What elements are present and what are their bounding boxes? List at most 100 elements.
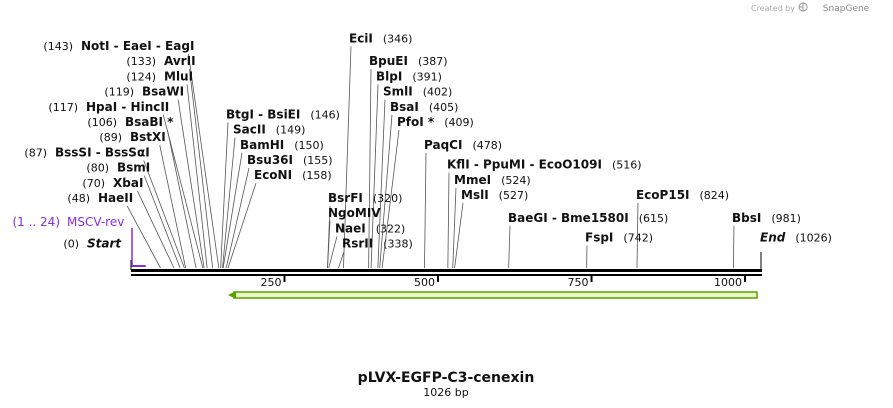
site-position: (615)	[639, 212, 669, 225]
leader-line	[636, 202, 639, 269]
site-label-blpi[interactable]: BlpI(391)	[376, 69, 442, 83]
site-position: (155)	[303, 154, 333, 167]
site-position: (402)	[423, 86, 453, 99]
site-label-bsssi[interactable]: BssSI - BssSαI (87)	[24, 145, 149, 159]
site-label-naei[interactable]: NaeI(322)	[335, 221, 405, 235]
site-name: BtgI - BsiEI	[226, 107, 300, 121]
site-label-hpai[interactable]: HpaI - HincII(117)	[48, 100, 169, 114]
site-position: (527)	[499, 189, 529, 202]
site-label-paqci[interactable]: PaqCI(478)	[424, 138, 502, 152]
site-position: (48)	[67, 192, 90, 205]
site-position: (824)	[700, 189, 730, 202]
site-label-bsmi[interactable]: BsmI (80)	[86, 161, 150, 175]
site-name: BsaI	[390, 100, 419, 114]
site-label-bsai[interactable]: BsaI(405)	[390, 100, 458, 114]
site-name: BbsI	[732, 211, 761, 225]
site-position: (80)	[86, 162, 109, 175]
leader-line	[220, 122, 229, 269]
leader-line	[167, 129, 197, 269]
leader-line	[508, 225, 511, 269]
site-label-mmei[interactable]: MmeI(524)	[454, 173, 531, 187]
site-label-mlui[interactable]: MluI(124)	[126, 69, 193, 83]
site-label-pfoi[interactable]: PfoI *(409)	[397, 115, 474, 129]
site-position: (320)	[373, 192, 403, 205]
site-label-fspi[interactable]: FspI(742)	[585, 231, 653, 245]
site-label-bsabi[interactable]: BsaBI *(106)	[87, 115, 174, 129]
leader-line	[222, 152, 243, 269]
site-label-bstxi[interactable]: BstXI(89)	[99, 130, 165, 144]
site-label-avrii[interactable]: AvrII(133)	[126, 54, 195, 68]
site-label-bsu36i[interactable]: Bsu36I(155)	[247, 153, 333, 167]
site-name: RsrII	[342, 237, 373, 251]
site-label-bbsi[interactable]: BbsI(981)	[732, 211, 801, 225]
site-name: EcoP15I	[636, 188, 690, 202]
site-label-start[interactable]: Start(0)	[63, 237, 122, 251]
site-name: BstXI	[130, 130, 166, 144]
site-position: (338)	[383, 238, 413, 251]
site-label-bsawi[interactable]: BsaWI(119)	[104, 85, 184, 99]
site-name: NotI - EaeI - EagI	[81, 39, 194, 53]
site-label-rsrii[interactable]: RsrII (338)	[342, 237, 413, 251]
site-name: Start	[87, 237, 122, 251]
feature-mscv-rev-label[interactable]: MSCV-rev	[67, 215, 124, 229]
site-label-xbai[interactable]: XbaI (70)	[82, 176, 143, 190]
site-name: BsaBI *	[125, 115, 174, 129]
site-name: BsaWI	[142, 85, 184, 99]
site-name: BsmI	[117, 161, 150, 175]
site-name: HaeII	[98, 191, 133, 205]
site-labels: Start(0) HaeII (48) XbaI (70) BsmI (80) BssSI -…	[24, 31, 832, 250]
site-label-btgi[interactable]: BtgI - BsiEI(146)	[226, 107, 340, 121]
orf-arrow[interactable]	[228, 291, 758, 299]
site-name: BssSI - BssSαI	[55, 145, 150, 159]
orf-arrow-body	[233, 291, 758, 299]
feature-mscv-rev-bar[interactable]	[131, 265, 146, 267]
leader-line	[338, 251, 345, 269]
leader-line	[454, 202, 464, 269]
site-label-end[interactable]: End(1026)	[760, 231, 832, 245]
ruler-tick-label: 750	[568, 276, 589, 289]
site-position: (87)	[24, 146, 47, 159]
site-position: (149)	[276, 124, 306, 137]
ruler-tick-label: 250	[261, 276, 282, 289]
site-name: End	[760, 231, 786, 245]
site-label-baegi[interactable]: BaeGI - Bme1580I(615)	[508, 211, 668, 225]
site-position: (524)	[501, 174, 531, 187]
leader-line	[370, 84, 379, 269]
site-name: KflI - PpuMI - EcoO109I	[447, 158, 602, 172]
site-label-ngomiv[interactable]: NgoMIV	[328, 206, 381, 220]
site-position: (143)	[43, 40, 73, 53]
site-label-bsrfi[interactable]: BsrFI(320)	[328, 191, 402, 205]
leader-lines	[126, 46, 762, 270]
site-position: (409)	[444, 116, 474, 129]
site-label-haeii[interactable]: HaeII (48)	[67, 191, 133, 205]
leader-line	[227, 183, 257, 269]
site-name: SmlI	[383, 85, 413, 99]
site-name: HpaI - HincII	[86, 100, 169, 114]
site-name: XbaI	[113, 176, 143, 190]
site-label-msli[interactable]: MslI(527)	[461, 188, 528, 202]
leader-line	[143, 175, 181, 269]
site-label-ecii[interactable]: EciI(346)	[349, 31, 412, 45]
site-label-kfli[interactable]: KflI - PpuMI - EcoO109I (516)	[447, 158, 642, 172]
site-label-ecop15i[interactable]: EcoP15I (824)	[636, 188, 729, 202]
site-label-bamhi[interactable]: BamHI(150)	[240, 138, 324, 152]
site-label-econi[interactable]: EcoNI (158)	[254, 168, 332, 182]
leader-line	[177, 99, 205, 269]
leader-line	[137, 190, 175, 269]
leader-line	[225, 167, 250, 269]
leader-line	[377, 99, 386, 269]
site-position: (158)	[302, 169, 332, 182]
site-name: BlpI	[376, 69, 402, 83]
site-name: BamHI	[240, 138, 284, 152]
site-label-smli[interactable]: SmlI (402)	[383, 85, 452, 99]
site-label-sacii[interactable]: SacII(149)	[233, 123, 305, 137]
site-label-noti[interactable]: NotI - EaeI - EagI (143)	[43, 39, 194, 53]
site-position: (346)	[383, 32, 413, 45]
ruler-tick-label: 500	[414, 276, 435, 289]
site-label-bpuei[interactable]: BpuEI(387)	[369, 54, 448, 68]
leader-line	[222, 137, 236, 269]
site-position: (70)	[82, 177, 105, 190]
site-name: EcoNI	[254, 168, 292, 182]
site-position: (516)	[612, 159, 642, 172]
